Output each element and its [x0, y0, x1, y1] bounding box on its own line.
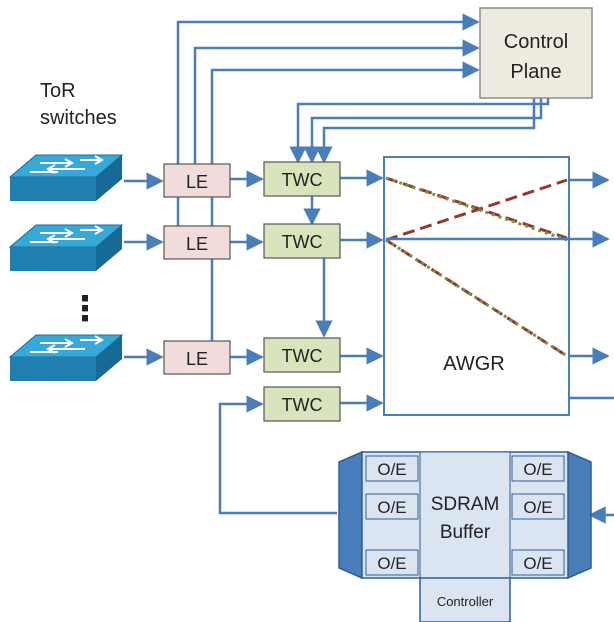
le-label: LE — [186, 234, 208, 254]
controller-box — [419, 577, 511, 622]
tor-switch-icon — [8, 224, 124, 271]
tor-label-line2: switches — [40, 107, 117, 129]
tor-switch-icon — [8, 334, 124, 381]
control-plane-box: Control Plane — [479, 7, 593, 99]
oe-label: O/E — [523, 498, 552, 517]
le-label: LE — [186, 172, 208, 192]
tor-switch-icon — [8, 154, 124, 201]
switch-to-le-arrows — [124, 172, 164, 366]
right-coupler — [567, 450, 592, 580]
buffer-label: Buffer — [440, 522, 491, 543]
awgr-output-arrows — [386, 171, 614, 400]
twc-box: TWC — [263, 161, 341, 197]
oe-box: O/E — [365, 455, 419, 482]
control-to-twc-lines — [289, 98, 550, 338]
vertical-ellipsis: ⋮ — [68, 290, 102, 328]
oe-box: O/E — [511, 493, 565, 520]
control-plane-label-line2: Plane — [510, 61, 561, 83]
le-to-control-lines — [176, 13, 480, 341]
oe-box: O/E — [511, 455, 565, 482]
left-coupler — [338, 450, 363, 580]
oe-box: O/E — [511, 549, 565, 576]
twc-box: TWC — [263, 337, 341, 373]
le-box: LE — [163, 163, 231, 198]
oe-box: O/E — [365, 493, 419, 520]
sdram-label: SDRAM — [431, 494, 500, 515]
awgr-label: AWGR — [443, 353, 504, 375]
oe-label: O/E — [377, 460, 406, 479]
le-box: LE — [163, 225, 231, 260]
le-box: LE — [163, 340, 231, 375]
oe-label: O/E — [523, 554, 552, 573]
tor-label-line1: ToR — [40, 80, 76, 102]
oe-label: O/E — [523, 460, 552, 479]
oe-label: O/E — [377, 498, 406, 517]
oe-box: O/E — [365, 549, 419, 576]
twc-box: TWC — [263, 386, 341, 422]
oe-label: O/E — [377, 554, 406, 573]
sdram-buffer-block: Controller SDRAM Buffer O/E O/E O/E O/E … — [338, 450, 592, 622]
twc-label: TWC — [282, 395, 323, 415]
twc-label: TWC — [282, 346, 323, 366]
buffer-loopback-path — [218, 395, 614, 524]
controller-label: Controller — [437, 594, 494, 609]
le-to-twc-arrows — [230, 170, 264, 366]
twc-box: TWC — [263, 223, 341, 259]
twc-label: TWC — [282, 232, 323, 252]
le-label: LE — [186, 349, 208, 369]
control-plane-label-line1: Control — [504, 31, 568, 53]
twc-to-awgr-arrows — [340, 169, 384, 412]
twc-label: TWC — [282, 170, 323, 190]
awgr-box: AWGR — [383, 156, 570, 416]
